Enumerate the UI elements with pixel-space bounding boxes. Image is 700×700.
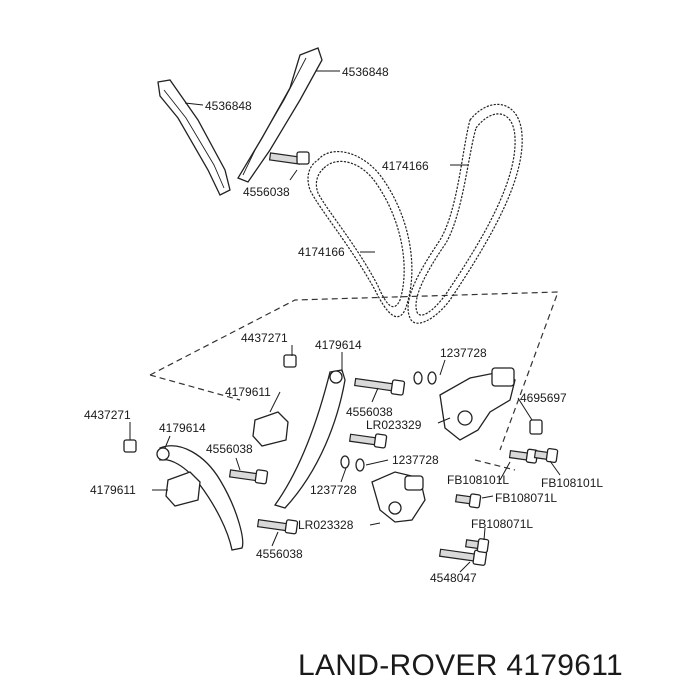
left-tensioner-arm: [156, 445, 244, 551]
part-number-label: 4174166: [382, 159, 429, 173]
upper-left-chain-guide: [157, 79, 231, 196]
part-number-label: LR023328: [298, 518, 354, 532]
part-number-label: 4179611: [225, 385, 271, 399]
part-number-label: FB108101L: [541, 476, 603, 490]
brand-part-caption: LAND-ROVER 4179611: [298, 649, 623, 682]
part-number-label: 1237728: [310, 483, 357, 497]
part-number-label: 4437271: [84, 408, 131, 422]
washers: [340, 371, 437, 472]
part-number-label: 1237728: [440, 346, 487, 360]
part-number-label: 4536848: [205, 99, 252, 113]
part-number-label: 4174166: [298, 245, 345, 259]
part-number-label: 4437271: [241, 331, 288, 345]
tensioner-middle: [252, 411, 289, 447]
bolts: [228, 377, 559, 566]
part-number-label: 4556038: [243, 185, 290, 199]
tensioner-left: [165, 471, 201, 507]
upper-right-chain-guide: [237, 47, 323, 183]
part-number-label: FB108071L: [495, 491, 557, 505]
part-number-label: LR023329: [366, 418, 422, 432]
upper-bolt: [268, 151, 310, 165]
part-number-label: 4556038: [206, 442, 253, 456]
part-number-label: 1237728: [392, 453, 439, 467]
part-number-label: 4179614: [159, 421, 206, 435]
part-number-label: 4548047: [430, 571, 477, 585]
hydraulic-tensioner-lower: [371, 471, 426, 523]
middle-chain-guide: [273, 369, 346, 509]
part-number-label: 4179614: [315, 338, 362, 352]
part-number-label: 4695697: [520, 391, 567, 405]
engine-outline-dashed: [149, 291, 559, 471]
callout-labels: 4536848 4536848 4556038 4174166 4174166 …: [84, 65, 603, 585]
part-number-label: FB108101L: [447, 473, 509, 487]
part-number-label: 4556038: [346, 405, 393, 419]
part-number-label: 4556038: [256, 547, 303, 561]
hydraulic-tensioner-upper: [439, 367, 516, 441]
part-number-label: FB108071L: [471, 517, 533, 531]
part-number-label: 4179611: [90, 483, 136, 497]
part-number-label: 4536848: [342, 65, 389, 79]
leader-lines: [129, 70, 561, 573]
timing-chains: [307, 103, 523, 324]
